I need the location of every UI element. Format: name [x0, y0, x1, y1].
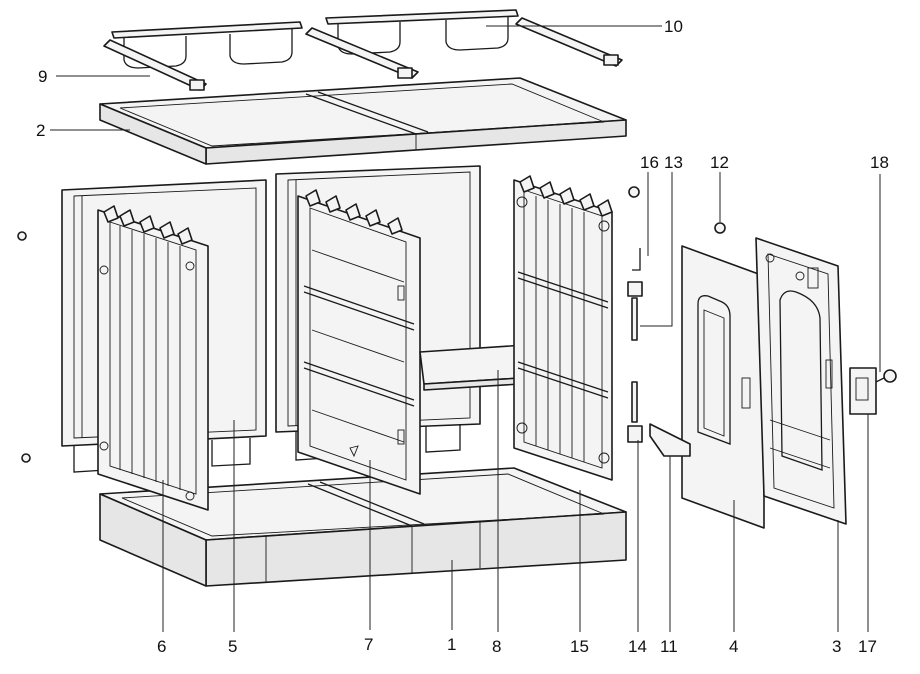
callout-2: 2 — [36, 121, 45, 140]
callout-3: 3 — [832, 637, 841, 656]
callout-4: 4 — [729, 637, 738, 656]
hardware — [17, 186, 897, 463]
callout-18: 18 — [870, 153, 889, 172]
callout-6: 6 — [157, 637, 166, 656]
part-11-bracket — [649, 423, 691, 457]
part-7-divider-panel — [297, 189, 421, 495]
part-16-hook — [632, 248, 641, 271]
part-14-hinge — [627, 281, 643, 297]
part-6-left-side-panel — [97, 205, 209, 511]
callout-14: 14 — [628, 637, 647, 656]
part-9-rails — [103, 27, 419, 91]
part-2-lid — [99, 77, 627, 165]
part-12-nut — [714, 222, 726, 234]
part-10-top-caps — [111, 9, 623, 69]
callout-17: 17 — [858, 637, 877, 656]
part-18-key — [883, 369, 897, 383]
callout-15: 15 — [570, 637, 589, 656]
part-13-pin — [631, 297, 638, 341]
callout-12: 12 — [710, 153, 729, 172]
part-1-base — [99, 467, 627, 587]
callout-5: 5 — [228, 637, 237, 656]
callout-13: 13 — [664, 153, 683, 172]
part-3-front-frame — [755, 237, 847, 525]
callout-9: 9 — [38, 67, 47, 86]
part-4-door — [681, 245, 765, 529]
callout-1: 1 — [447, 635, 456, 654]
leader-lines — [50, 25, 881, 632]
callout-8: 8 — [492, 637, 501, 656]
callout-10: 10 — [664, 17, 683, 36]
part-17-latch — [849, 367, 877, 415]
callout-16: 16 — [640, 153, 659, 172]
callout-labels: 9 2 10 16 13 12 18 6 5 7 1 8 15 14 11 4 … — [36, 17, 889, 656]
callout-7: 7 — [364, 635, 373, 654]
callout-11: 11 — [660, 637, 678, 656]
part-15-right-side-panel — [513, 175, 613, 481]
